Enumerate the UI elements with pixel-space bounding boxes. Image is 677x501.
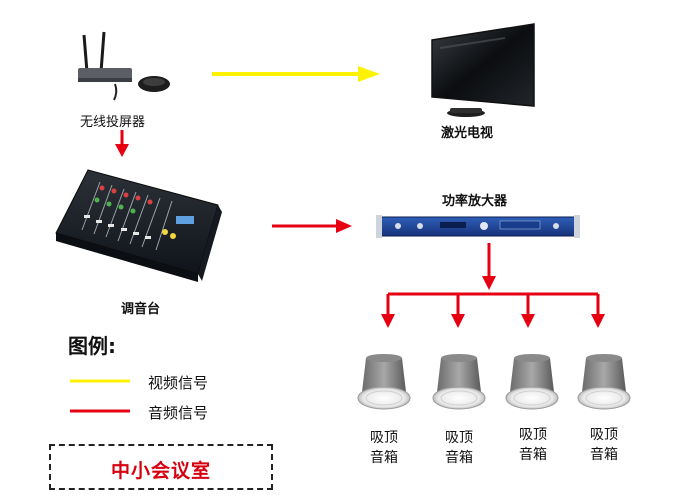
speaker-label: 吸顶 音箱 <box>370 430 398 466</box>
wireless-projector-icon <box>78 31 170 101</box>
room-title-box: 中小会议室 <box>49 444 273 490</box>
ceiling-speaker-icon <box>577 353 631 410</box>
ceiling-speaker-icon <box>432 353 486 410</box>
audio-arrow-mixer-amplifier <box>272 219 352 233</box>
laser-tv-icon <box>431 23 535 117</box>
mixer-label: 调音台 <box>121 302 161 317</box>
speaker-label: 吸顶 音箱 <box>519 427 547 463</box>
audio-mixer-icon <box>55 169 222 282</box>
audio-distribution-lines <box>381 243 605 328</box>
speaker-label: 吸顶 音箱 <box>590 427 618 463</box>
legend-title: 图例: <box>68 334 116 358</box>
audio-arrow-projector-mixer <box>115 130 129 157</box>
speaker-label: 吸顶 音箱 <box>445 430 473 466</box>
ceiling-speaker-icon <box>357 353 411 410</box>
ceiling-speaker-icon <box>505 353 559 410</box>
legend-audio-label: 音频信号 <box>148 404 209 422</box>
room-title: 中小会议室 <box>110 460 211 482</box>
legend-video-label: 视频信号 <box>148 374 209 392</box>
power-amplifier-icon <box>376 215 580 238</box>
amplifier-label: 功率放大器 <box>442 194 508 209</box>
tv-label: 激光电视 <box>441 126 494 141</box>
projector-label: 无线投屏器 <box>80 115 146 130</box>
video-signal-arrow <box>212 66 380 82</box>
